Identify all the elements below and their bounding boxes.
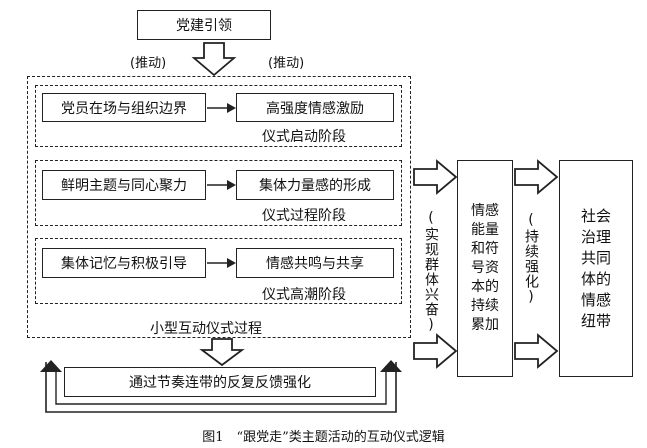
stage-2-arrow [207, 180, 236, 190]
stage-1-label: 仪式启动阶段 [262, 129, 346, 145]
stage-3-cause-text: 集体记忆与积极引导 [61, 256, 187, 272]
stage-1-cause-box: 党员在场与组织边界 [42, 93, 206, 122]
stage-1-effect-text: 高强度情感激励 [266, 100, 364, 117]
accumulation-text: 情感能量和符号资本的持续累加 [471, 203, 499, 333]
stage-1-cause-text: 党员在场与组织边界 [61, 100, 187, 117]
push-label-right: (推动) [268, 56, 305, 71]
sustain-label: (持续强化) [523, 212, 539, 306]
party-leadership-text: 党建引领 [176, 18, 232, 34]
result-box: 社会治理共同体的情感纽带 [559, 160, 633, 377]
push-label-left: (推动) [130, 56, 167, 71]
sustain-arrow-bottom [514, 333, 559, 369]
stage-3-arrow [207, 258, 236, 268]
realize-label: (实现群体兴奋) [423, 210, 439, 334]
stage-2-cause-box: 鲜明主题与同心聚力 [42, 170, 206, 200]
party-leadership-box: 党建引领 [137, 10, 271, 40]
stage-3-cause-box: 集体记忆与积极引导 [42, 248, 206, 278]
top-down-arrow [191, 42, 237, 77]
sustain-arrow-top [514, 159, 559, 195]
stage-3-label: 仪式高潮阶段 [262, 287, 346, 303]
feedback-text: 通过节奏连带的反复反馈强化 [129, 375, 311, 391]
stage-frame-2 [35, 160, 402, 226]
stage-1-effect-box: 高强度情感激励 [236, 93, 394, 122]
realize-arrow-top [413, 159, 458, 195]
ritual-process-frame [27, 76, 411, 338]
stage-1-arrow [207, 103, 236, 113]
stage-3-effect-text: 情感共鸣与共享 [266, 256, 364, 272]
stage-2-effect-box: 集体力量感的形成 [236, 170, 394, 200]
feedback-loop [40, 360, 402, 413]
stage-2-cause-text: 鲜明主题与同心聚力 [61, 178, 187, 194]
result-text: 社会治理共同体的情感纽带 [580, 206, 611, 330]
bottom-down-arrow [199, 338, 245, 367]
ritual-process-label: 小型互动仪式过程 [150, 321, 262, 337]
stage-3-effect-box: 情感共鸣与共享 [236, 248, 394, 278]
feedback-box: 通过节奏连带的反复反馈强化 [64, 367, 376, 397]
stage-2-effect-text: 集体力量感的形成 [259, 178, 371, 194]
stage-2-label: 仪式过程阶段 [262, 208, 346, 224]
stage-frame-1 [35, 85, 402, 147]
stage-frame-3 [35, 238, 402, 304]
accumulation-box: 情感能量和符号资本的持续累加 [457, 160, 513, 377]
realize-arrow-bottom [413, 333, 458, 369]
figure-caption: 图1 “跟党走”类主题活动的互动仪式逻辑 [202, 430, 445, 445]
